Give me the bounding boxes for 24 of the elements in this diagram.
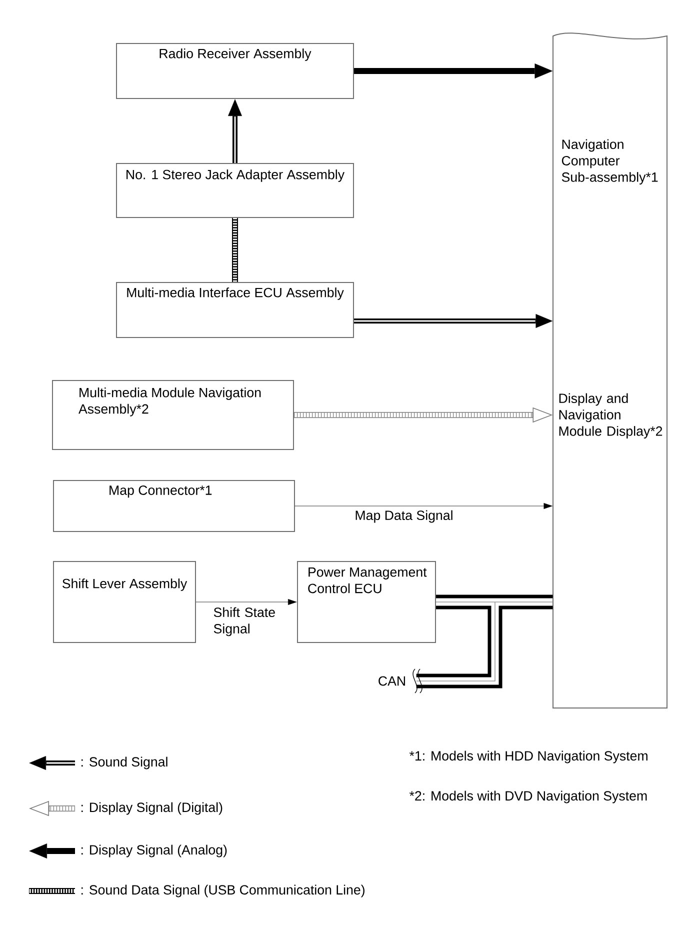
component-box: Multi-media Module Navigation Assembly*2 [52,380,294,450]
double-line-arrow [354,314,553,328]
footnote: *1: Models with HDD Navigation System [409,750,648,764]
legend-text: : Display Signal (Analog) [81,844,227,858]
legend-text: : Display Signal (Digital) [81,802,222,815]
component-box: No. 1 Stereo Jack Adapter Assembly [116,163,354,218]
component-box: Radio Receiver Assembly [116,43,354,99]
checkered-line [232,218,238,282]
footnote: *2: Models with DVD Navigation System [409,790,647,804]
signal-arrow [196,599,297,605]
component-box: Shift Lever Assembly [53,561,196,643]
signal-arrow [294,503,552,509]
computer-box: Navigation Computer Sub-assembly*1 Display and Navigation Module Display*2 [552,32,668,708]
edge-label: Map Data Signal [356,510,452,523]
component-box: Map Connector*1 [53,480,295,532]
component-box: Power Management Control ECU [297,561,436,643]
legend-text: : Sound Data Signal (USB Communication Line) [81,884,364,898]
edge-label: Shift State Signal [214,607,275,636]
thick-arrow [354,64,553,78]
bus-line [414,594,554,688]
bus-label: CAN [378,676,405,686]
component-box: Multi-media Interface ECU Assembly [116,282,354,338]
legend-text: : Sound Signal [81,756,168,770]
double-line-arrow [228,99,242,163]
